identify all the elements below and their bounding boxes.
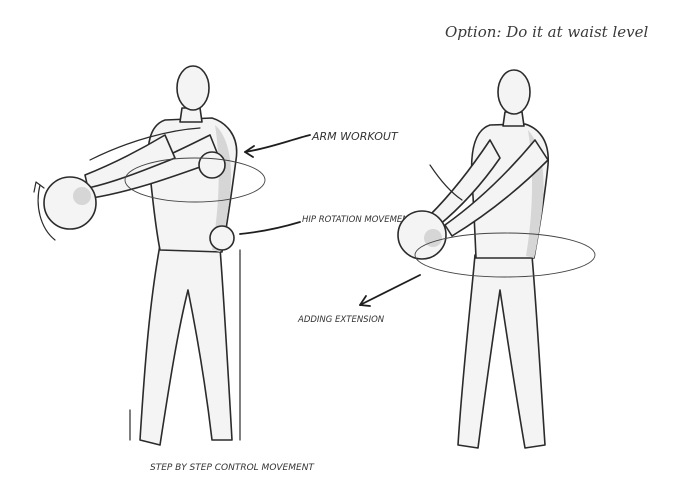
right-figure — [398, 70, 595, 448]
hip-label-arrow — [240, 222, 300, 234]
left-figure-shoulder — [199, 152, 225, 178]
arm-label-arrow — [245, 135, 310, 152]
floor-label: STEP BY STEP CONTROL MOVEMENT — [150, 463, 315, 473]
right-figure-head — [498, 70, 530, 114]
left-figure-hip — [210, 226, 234, 250]
right-sketch-label: ADDING EXTENSION — [297, 315, 385, 325]
left-figure-head — [177, 66, 209, 110]
left-figure-legs — [140, 245, 232, 445]
hip-label: HIP ROTATION MOVEMENT — [302, 215, 415, 225]
arm-label: ARM WORKOUT — [311, 130, 399, 143]
title-note: Option: Do it at waist level — [445, 23, 648, 41]
left-figure-hands — [73, 187, 91, 205]
right-figure-legs — [458, 255, 545, 448]
left-figure — [34, 66, 265, 445]
right-label-arrow — [360, 275, 420, 305]
left-figure-weight — [44, 177, 96, 229]
